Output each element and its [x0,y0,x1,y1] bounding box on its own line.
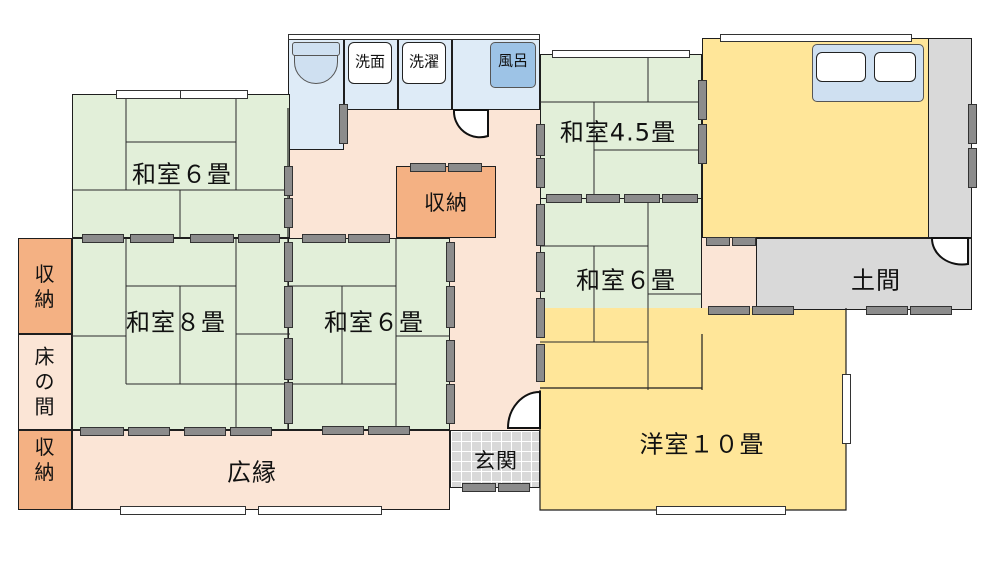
sash [284,286,293,328]
senmen-fixture [348,42,392,84]
room-shuno-left-top [18,238,72,334]
sash [662,194,698,203]
label-washitsu6-east: 和室６畳 [576,266,676,295]
sink-fixture [816,52,866,82]
label-tokonoma: 床の間 [34,344,56,419]
sash [698,124,707,164]
room-washitsu6-center [288,238,450,430]
sash [536,124,545,156]
sash [732,237,756,246]
sash [708,306,750,315]
label-shuno-center: 収納 [424,191,468,215]
sash [536,298,545,338]
room-washitsu6-nw [72,94,290,238]
room-shuno-left-bottom [18,430,72,510]
label-washitsu6-nw: 和室６畳 [132,160,232,189]
sash [910,306,952,315]
room-shuno-center [396,166,496,238]
window-hiroen-2 [258,506,382,515]
label-doma: 土間 [851,266,901,295]
room-youshitsu10-upper [700,334,846,344]
window-kitchen-top [720,34,912,42]
label-sentaku: 洗濯 [408,52,440,71]
sash [536,158,545,188]
room-hiroen [72,430,450,510]
sash [448,163,482,172]
label-hiroen: 広縁 [227,458,277,487]
sash [586,194,620,203]
label-genkan: 玄関 [474,449,518,473]
stove-fixture [874,52,916,82]
sash [368,426,410,435]
sash [462,483,496,492]
sash [446,242,455,282]
bath-fixture [490,42,536,88]
sash [190,234,234,243]
window-wet-top [288,34,540,40]
window-hiroen-1 [120,506,246,515]
label-washitsu6-center: 和室６畳 [324,308,424,337]
window-45-top [552,50,690,58]
sash [446,340,455,382]
sash [866,306,908,315]
sash [546,194,582,203]
sash [968,104,977,144]
sash [968,148,977,188]
sash [302,234,346,243]
hallway-upper [344,110,540,170]
sash [284,382,293,424]
sash [536,344,545,382]
sash [184,427,226,436]
window-nw-top-2 [180,90,248,99]
label-senmen: 洗面 [354,52,386,71]
sash [446,286,455,328]
sash [498,483,530,492]
sash [706,237,730,246]
sash [80,427,124,436]
room-tokonoma [18,334,72,430]
sash [339,104,348,144]
sash [230,427,272,436]
sash [284,338,293,380]
window-youshitsu-bottom [656,506,786,515]
sash [128,427,170,436]
sash [284,166,293,196]
room-doma-side [928,38,972,238]
label-shuno-left-top: 収納 [34,262,56,311]
sash [698,80,707,120]
sash [284,198,293,228]
label-youshitsu10: 洋室１０畳 [639,430,765,459]
sash [130,234,174,243]
room-genkan [450,430,540,488]
label-shuno-left-bottom: 収納 [34,435,56,484]
window-youshitsu-east [842,374,851,444]
sash [348,234,390,243]
label-washitsu8: 和室８畳 [126,308,226,337]
label-furo: 風呂 [497,51,529,70]
toilet-tank [292,42,340,56]
sash [284,242,293,282]
sash [238,234,280,243]
sash [624,194,660,203]
sash [536,204,545,246]
sash [410,163,446,172]
sash [536,252,545,292]
sash [82,234,124,243]
sash [752,306,794,315]
sentaku-fixture [402,42,446,84]
sash [446,384,455,424]
label-washitsu45: 和室4.5畳 [559,118,677,147]
sash [322,426,364,435]
